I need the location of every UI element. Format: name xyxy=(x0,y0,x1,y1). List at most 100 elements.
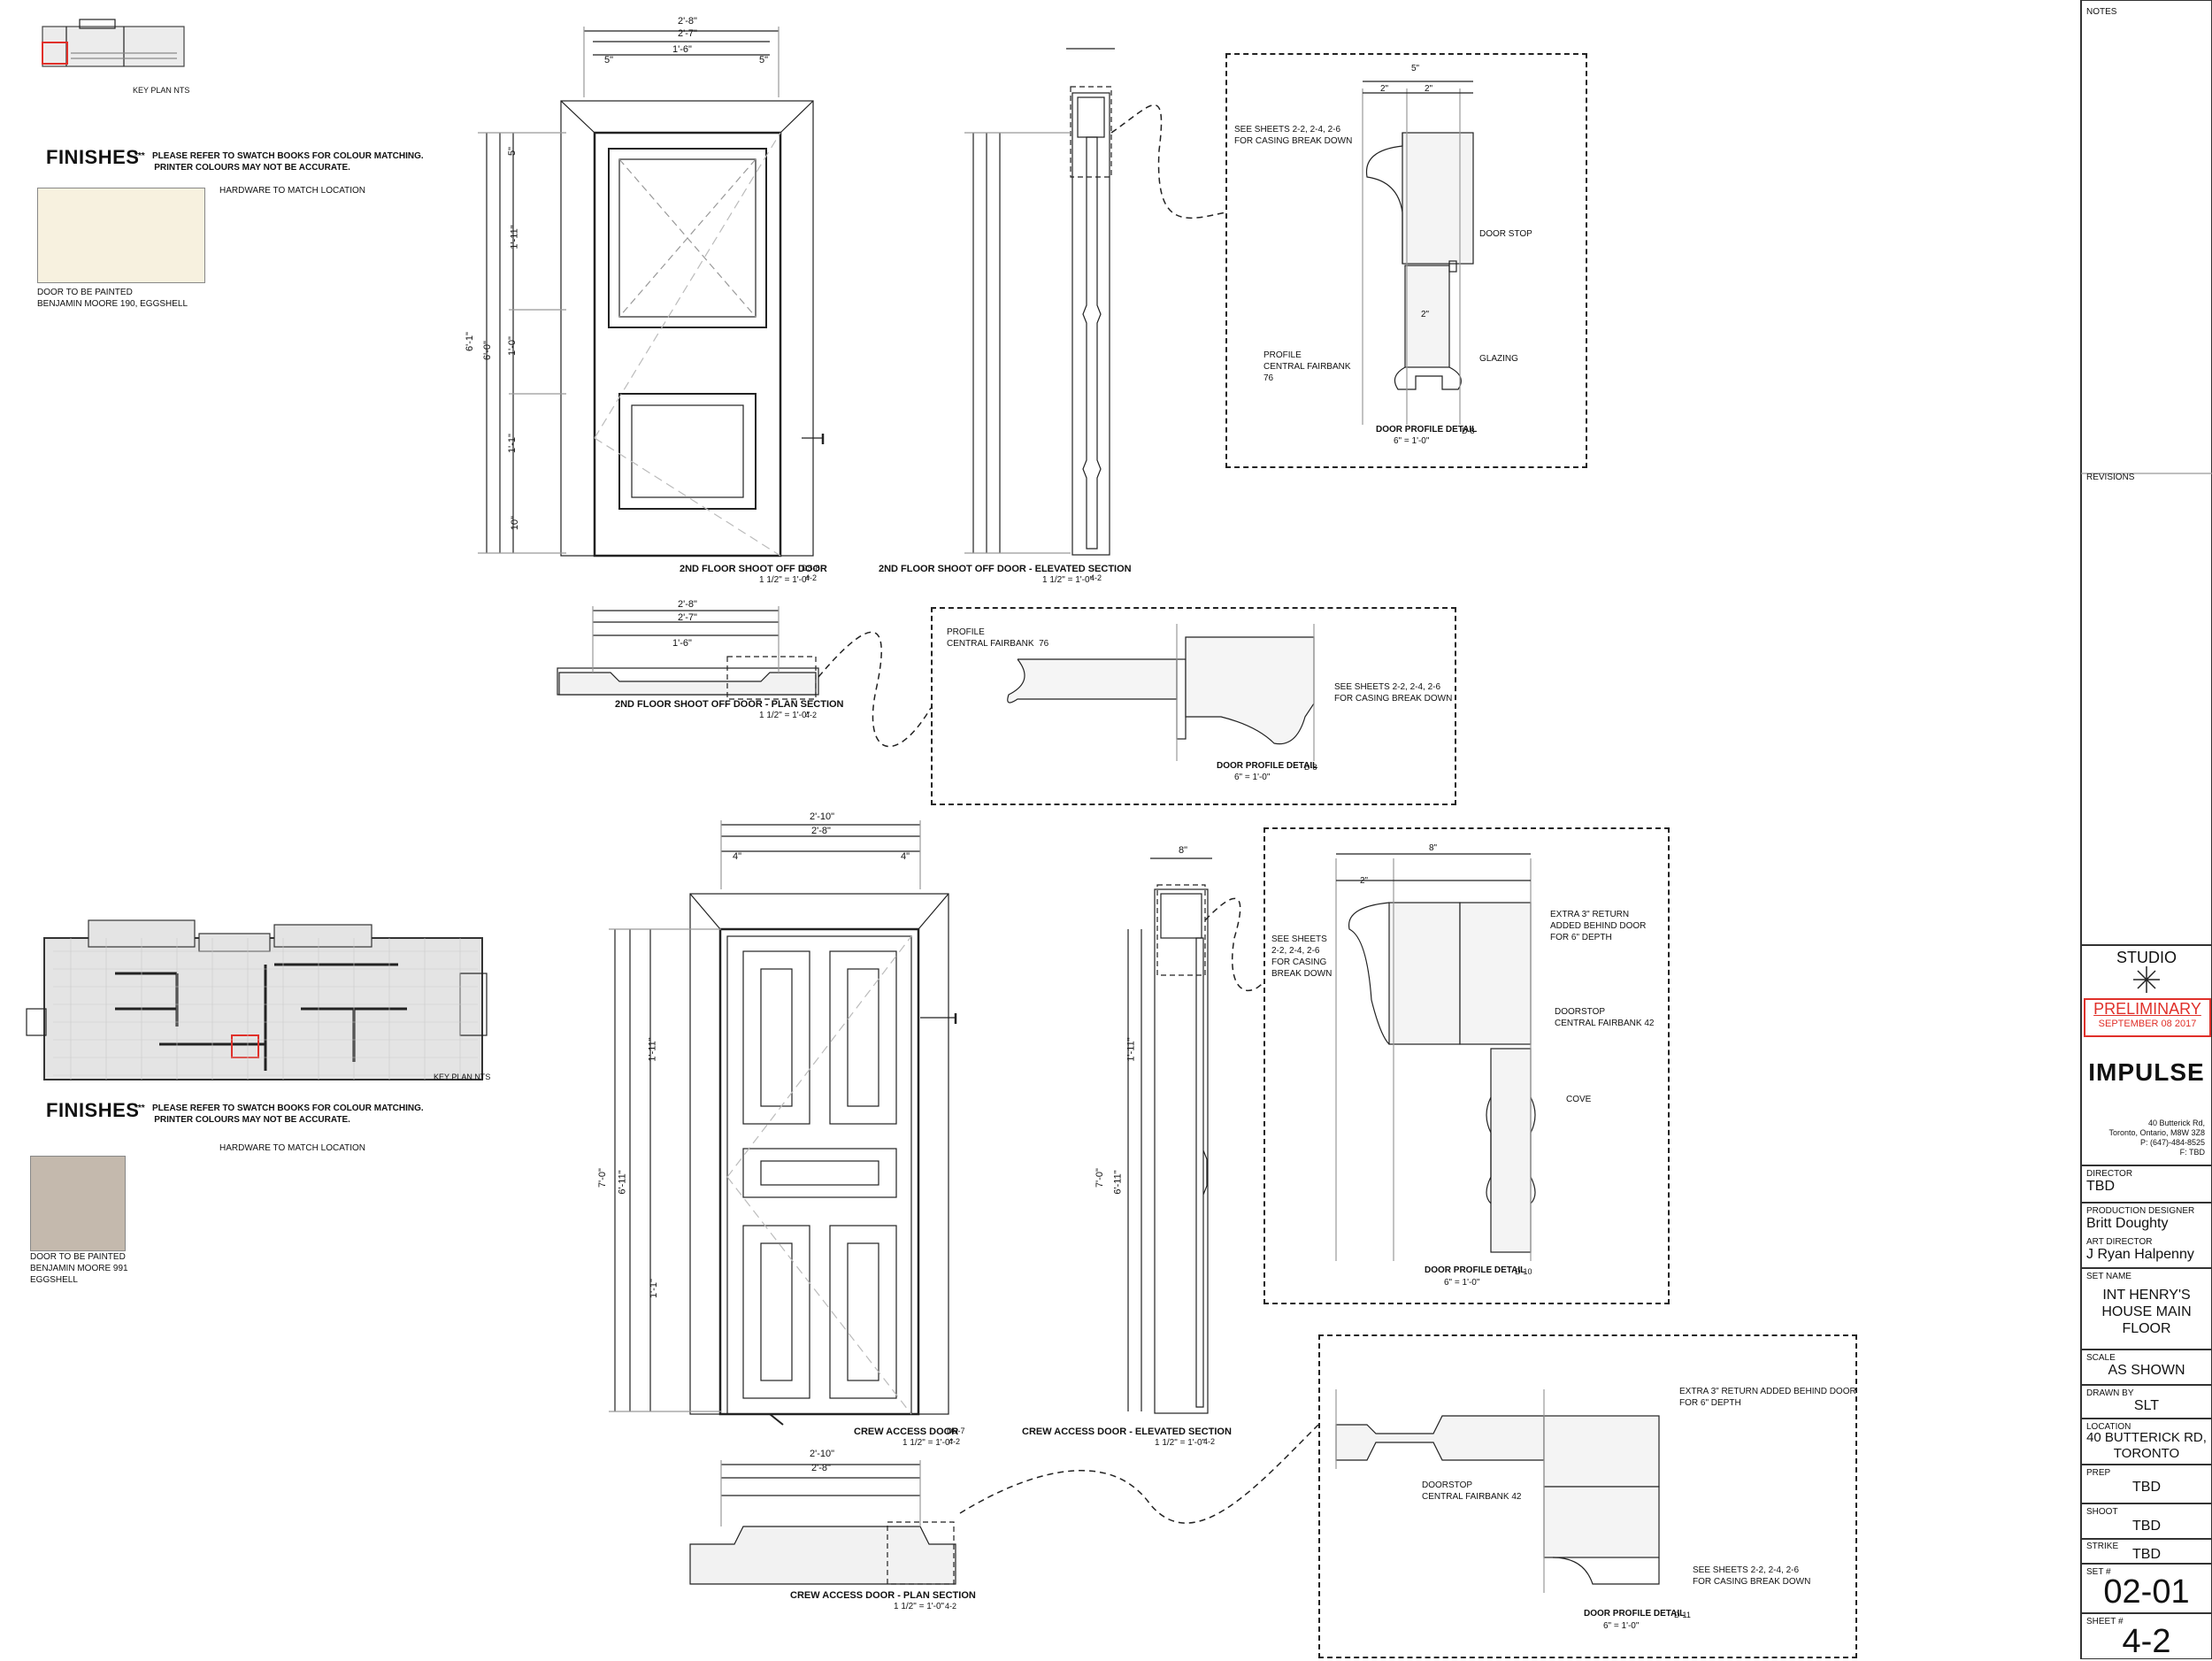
paint-swatch xyxy=(30,1156,126,1251)
detail-title: DOOR PROFILE DETAIL xyxy=(1425,1265,1526,1275)
dim-inner-width: 2'-8" xyxy=(811,826,831,836)
dim-panel-width: 1'-6" xyxy=(672,44,692,55)
finishes-note: *** PLEASE REFER TO SWATCH BOOKS FOR COL… xyxy=(134,151,424,173)
top-door-elevation xyxy=(478,27,825,558)
detail-scale: 6" = 1'-0" xyxy=(1234,773,1271,782)
top-detail2-linework xyxy=(1007,624,1315,761)
dim-mid: 2" xyxy=(1421,310,1430,319)
dim-panel: 1'-11" xyxy=(647,1037,658,1062)
note-profile: PROFILE CENTRAL FAIRBANK 76 xyxy=(947,627,1049,649)
bottom-door-elevation xyxy=(609,820,957,1426)
plan-scale: 1 1/2" = 1'-0" xyxy=(759,711,810,720)
designer-value: Britt Doughty xyxy=(2086,1216,2169,1231)
director-value: TBD xyxy=(2086,1179,2115,1194)
dim-casing: 5" xyxy=(759,55,769,65)
dim-rail: 1'-0" xyxy=(506,336,518,356)
sheet-number-label: SHEET # xyxy=(2086,1617,2124,1626)
dim-overall-width: 2'-10" xyxy=(810,1449,835,1459)
elevation-scale: 1 1/2" = 1'-0" xyxy=(902,1438,954,1448)
elevation-title: 2ND FLOOR SHOOT OFF DOOR xyxy=(680,564,827,574)
plan-scale: 1 1/2" = 1'-0" xyxy=(894,1602,945,1611)
dim-rail: 5" xyxy=(507,146,518,157)
finishes-title: FINISHES xyxy=(46,1099,140,1121)
bottom-keyplan xyxy=(26,919,488,1080)
elevation-tag: DS-7 xyxy=(947,1426,965,1435)
keyplan-label: KEY PLAN NTS xyxy=(434,1073,491,1081)
dim-panel-width: 1'-6" xyxy=(672,638,692,649)
plan-title: 2ND FLOOR SHOOT OFF DOOR - PLAN SECTION xyxy=(615,699,844,710)
dim-panel: 1'-1" xyxy=(648,1279,659,1298)
detail-tag: D-11 xyxy=(1674,1611,1691,1619)
set-name-label: SET NAME xyxy=(2086,1272,2131,1281)
notes-label: NOTES xyxy=(2086,7,2117,17)
strike-value: TBD xyxy=(2132,1547,2161,1562)
drawn-by-value: SLT xyxy=(2133,1398,2160,1413)
dim-a: 2" xyxy=(1360,876,1369,886)
dim-section-top: 8" xyxy=(1179,845,1188,856)
tb-strike: STRIKE TBD xyxy=(2081,1538,2212,1565)
dim-casing: 4" xyxy=(901,851,910,862)
plan-title: CREW ACCESS DOOR - PLAN SECTION xyxy=(790,1590,976,1601)
drawn-by-label: DRAWN BY xyxy=(2086,1388,2134,1398)
shoot-value: TBD xyxy=(2132,1519,2161,1534)
set-name-value: INT HENRY'S HOUSE MAIN FLOOR xyxy=(2101,1288,2192,1336)
note-casing: SEE SHEETS 2-2, 2-4, 2-6 FOR CASING BREA… xyxy=(1334,682,1453,704)
detail-box-top-plan xyxy=(931,607,1456,805)
note-return: EXTRA 3" RETURN ADDED BEHIND DOOR FOR 6"… xyxy=(1550,910,1647,942)
detail-box-bottom-profile xyxy=(1263,827,1670,1304)
section-title: CREW ACCESS DOOR - ELEVATED SECTION xyxy=(1022,1426,1232,1437)
company-logo: IMPULSE xyxy=(2088,1058,2205,1086)
paint-note: DOOR TO BE PAINTED BENJAMIN MOORE 190, E… xyxy=(37,288,188,309)
note-casing: SEE SHEETS 2-2, 2-4, 2-6 FOR CASING BREA… xyxy=(1234,125,1353,146)
sheet-ref: 4-2 xyxy=(1203,1437,1216,1446)
dim-height-inner: 6'-11" xyxy=(1112,1170,1124,1195)
revisions-label: REVISIONS xyxy=(2086,473,2135,482)
dim-a: 2" xyxy=(1380,84,1389,94)
detail-box-top-profile xyxy=(1225,53,1587,468)
tb-sheet-number: SHEET # 4-2 xyxy=(2081,1612,2212,1661)
finishes-note: *** PLEASE REFER TO SWATCH BOOKS FOR COL… xyxy=(134,1103,424,1125)
shoot-label: SHOOT xyxy=(2086,1507,2118,1517)
sheet-ref: 4-2 xyxy=(945,1602,957,1611)
note-stop: DOORSTOP CENTRAL FAIRBANK 42 xyxy=(1422,1480,1522,1502)
paint-swatch xyxy=(37,188,205,283)
dim-height-total: 7'-0" xyxy=(1094,1168,1105,1188)
studio-label: STUDIO xyxy=(2116,949,2177,966)
company-address: 40 Butterick Rd, Toronto, Ontario, M8W 3… xyxy=(2108,1119,2205,1157)
tb-location: LOCATION 40 BUTTERICK RD, TORONTO xyxy=(2081,1418,2212,1465)
keyplan-label: KEY PLAN NTS xyxy=(133,86,190,95)
top-keyplan xyxy=(42,19,185,67)
detail-title: DOOR PROFILE DETAIL xyxy=(1376,425,1478,434)
dim-height-inner: 6'-11" xyxy=(617,1170,628,1195)
note-return: EXTRA 3" RETURN ADDED BEHIND DOOR FOR 6"… xyxy=(1679,1387,1856,1408)
dim-panel: 1'-11" xyxy=(1125,1037,1137,1062)
dim-rail: 10" xyxy=(510,515,521,531)
note-profile: PROFILE CENTRAL FAIRBANK 76 xyxy=(1263,350,1351,383)
note-cove: COVE xyxy=(1566,1095,1592,1104)
note-glazing: GLAZING xyxy=(1479,354,1518,364)
detail-title: DOOR PROFILE DETAIL xyxy=(1584,1609,1686,1619)
tb-prep: PREP TBD xyxy=(2081,1464,2212,1504)
tb-set-name: SET NAME INT HENRY'S HOUSE MAIN FLOOR xyxy=(2081,1267,2212,1350)
tb-drawn-by: DRAWN BY SLT xyxy=(2081,1384,2212,1419)
dim-overall-width: 2'-8" xyxy=(678,16,697,27)
dim-top: 8" xyxy=(1429,843,1438,853)
section-scale: 1 1/2" = 1'-0" xyxy=(1042,575,1094,585)
art-director-label: ART DIRECTOR xyxy=(2086,1237,2153,1247)
elevation-scale: 1 1/2" = 1'-0" xyxy=(759,575,810,585)
sheet-number-value: 4-2 xyxy=(2122,1623,2171,1660)
tb-art-director: ART DIRECTOR J Ryan Halpenny xyxy=(2081,1232,2212,1267)
detail-box-bottom-plan xyxy=(1318,1334,1857,1658)
top-elevated-section xyxy=(964,48,1115,556)
sheet-ref: 4-2 xyxy=(805,573,818,582)
dim-panel: 1'-1" xyxy=(506,434,518,453)
section-title: 2ND FLOOR SHOOT OFF DOOR - ELEVATED SECT… xyxy=(879,564,1132,574)
bottom-detail1-linework xyxy=(1335,853,1536,1261)
hardware-note: HARDWARE TO MATCH LOCATION xyxy=(219,1143,366,1153)
hardware-note: HARDWARE TO MATCH LOCATION xyxy=(219,186,366,196)
detail-scale: 6" = 1'-0" xyxy=(1394,436,1430,446)
tb-designer: PRODUCTION DESIGNER Britt Doughty xyxy=(2081,1202,2212,1239)
dim-inner-width: 2'-7" xyxy=(678,612,697,623)
tb-set-number: SET # 02-01 xyxy=(2081,1563,2212,1614)
